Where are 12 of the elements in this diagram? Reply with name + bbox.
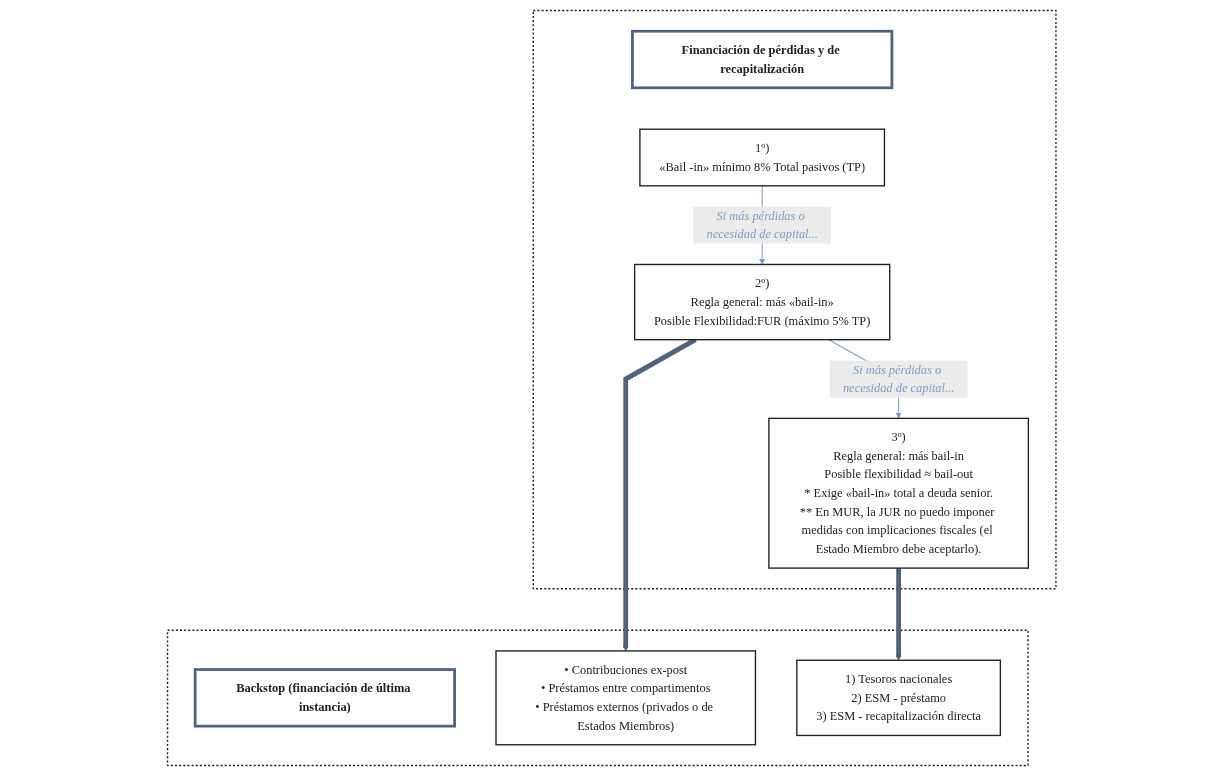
cluster: [166, 629, 1029, 767]
edge-label: Si más pérdidas o necesidad de capital...: [842, 362, 955, 395]
node-box: 1) Tesoros nacionales 2) ESM - préstamo 3) ESM - recapitalización directa: [795, 659, 1001, 737]
node-box: Backstop (financiación de última instancia): [193, 668, 456, 728]
edge-label: Si más pérdidas o necesidad de capital...: [706, 208, 818, 242]
node-box: 3º) Regla general: más bail-in Posible flexibilidad ≈ bail-out * Exige «bail-in» total a deuda senior. ** En MUR, la JUR no puedo imponer medidas con implicaciones fiscales (el Estado Miembro debe aceptarlo).: [767, 417, 1029, 569]
node-box: 1º) «Bail -in» mínimo 8% Total pasivos (TP): [638, 128, 885, 187]
arrow: [895, 568, 902, 661]
cluster: [532, 9, 1057, 590]
node-box: 2º) Regla general: más «bail-in» Posible Flexibilidad:FUR (máximo 5% TP): [633, 263, 891, 341]
node-box: Financiación de pérdidas y de recapitalización: [630, 29, 894, 90]
node-box: • Contribuciones ex-post • Préstamos entre compartimentos • Préstamos externos (privados o de Estados Miembros): [495, 650, 756, 746]
